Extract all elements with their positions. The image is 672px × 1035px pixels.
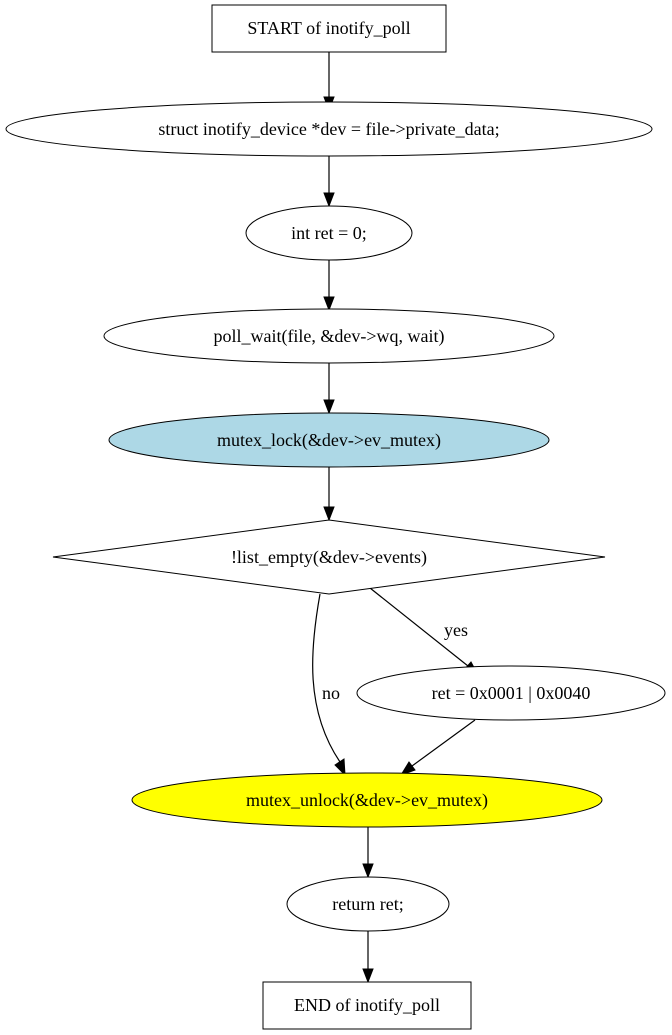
node-ret-init-label: int ret = 0; (291, 223, 367, 243)
node-ret-set: ret = 0x0001 | 0x0040 (356, 665, 666, 721)
node-cond-label: !list_empty(&dev->events) (231, 547, 427, 568)
node-end: END of inotify_poll (262, 981, 472, 1030)
edge-dev-to-ret-init (323, 156, 335, 208)
edge-poll-wait-to-mutex-lock (323, 363, 335, 415)
node-return: return ret; (286, 876, 450, 932)
node-ret-init: int ret = 0; (245, 205, 413, 261)
node-poll-wait: poll_wait(file, &dev->wq, wait) (103, 308, 555, 364)
node-mutex-unlock-label: mutex_unlock(&dev->ev_mutex) (246, 790, 488, 811)
edge-ret-set-to-mutex-unlock (399, 719, 476, 776)
node-mutex-unlock: mutex_unlock(&dev->ev_mutex) (131, 772, 603, 828)
edge-ret-init-to-poll-wait (323, 260, 335, 312)
node-ret-set-label: ret = 0x0001 | 0x0040 (432, 683, 591, 703)
node-cond: !list_empty(&dev->events) (52, 519, 606, 595)
edge-label-yes: yes (444, 620, 468, 640)
node-mutex-lock: mutex_lock(&dev->ev_mutex) (108, 412, 550, 468)
edge-label-no: no (322, 683, 340, 703)
edge-mutex-lock-to-cond (323, 467, 335, 522)
edge-return-to-end (362, 931, 374, 984)
edge-mutex-unlock-to-return (362, 827, 374, 879)
node-return-label: return ret; (332, 894, 403, 914)
node-start: START of inotify_poll (211, 4, 447, 53)
node-start-label: START of inotify_poll (247, 18, 410, 38)
node-end-label: END of inotify_poll (294, 995, 440, 1015)
edge-start-to-dev (323, 52, 335, 112)
edge-cond-no (312, 593, 346, 777)
node-poll-wait-label: poll_wait(file, &dev->wq, wait) (213, 326, 444, 347)
node-dev: struct inotify_device *dev = file->priva… (5, 101, 653, 157)
node-dev-label: struct inotify_device *dev = file->priva… (158, 119, 499, 139)
node-mutex-lock-label: mutex_lock(&dev->ev_mutex) (217, 430, 441, 451)
